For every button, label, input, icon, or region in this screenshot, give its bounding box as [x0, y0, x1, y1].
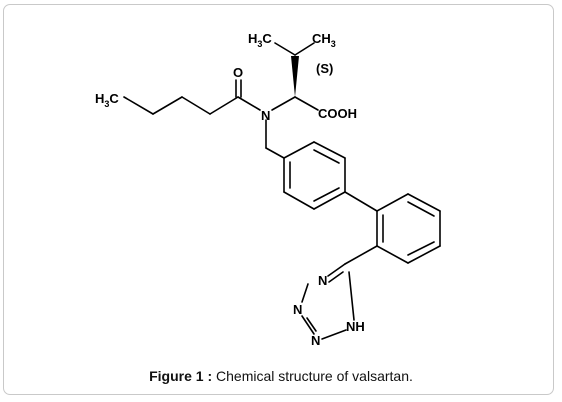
bond-r2-1: [376, 193, 409, 212]
bond-tz-n3-nh: [321, 329, 347, 340]
bonds: [123, 42, 441, 340]
bond-ch2-ring: [265, 147, 285, 159]
bond-chain-4: [209, 96, 239, 115]
bond-r1-4: [313, 191, 346, 210]
tetrazole-n-top-label: N: [318, 273, 327, 288]
bond-chain-1: [123, 96, 154, 115]
bond-r2-5: [376, 245, 409, 264]
h3c-left-label: H3C: [95, 91, 119, 109]
bond-chain-3: [181, 96, 211, 115]
tetrazole-n-left1-label: N: [293, 302, 302, 317]
tetrazole-nh-label: NH: [346, 319, 365, 334]
figure-frame: [3, 4, 554, 395]
h3c-top-label: H3C: [248, 31, 272, 49]
stereo-label: (S): [316, 61, 333, 76]
bond-n-alpha: [271, 96, 296, 111]
bond-ipr-left: [274, 42, 296, 56]
bond-r1-inner-2: [313, 187, 340, 202]
bond-tz-n1-n2: [301, 283, 309, 303]
bond-r1-5: [283, 191, 315, 210]
bond-r2-4: [407, 245, 441, 264]
bond-ring-tetrazole: [344, 245, 378, 265]
tetrazole-n-left2-label: N: [311, 333, 320, 348]
bond-alpha-cooh: [294, 96, 319, 111]
ch3-top-label: CH3: [312, 31, 336, 49]
bond-tz-inner: [328, 271, 344, 283]
bond-r2-inner-1: [407, 201, 435, 217]
bond-tz-c-n: [327, 263, 346, 277]
bond-chain-2: [152, 96, 183, 115]
oxygen-label: O: [233, 65, 243, 80]
caption-text: Chemical structure of valsartan.: [212, 368, 413, 384]
bond-tz-nh-c: [348, 271, 355, 321]
stereo-wedge-bond: [291, 56, 299, 97]
bond-ipr-right: [294, 42, 315, 56]
bond-amide-cn: [237, 96, 261, 111]
bond-tz-inner-2: [306, 317, 317, 332]
caption-label: Figure 1 :: [149, 368, 213, 384]
bond-tz-n2-n3: [301, 315, 315, 335]
cooh-label: COOH: [318, 106, 357, 121]
bond-r2-2: [407, 193, 441, 212]
bond-r1-inner-1: [313, 149, 340, 164]
bond-r1-1: [283, 141, 315, 159]
bond-biphenyl: [344, 191, 378, 212]
figure-caption: Figure 1 : Chemical structure of valsart…: [0, 368, 562, 384]
bond-r1-2: [313, 141, 346, 159]
bond-r2-inner-2: [407, 241, 435, 256]
nitrogen-amide-label: N: [261, 108, 270, 123]
atom-labels: H3C H3C CH3 (S) O N COOH N N N NH: [95, 31, 365, 348]
